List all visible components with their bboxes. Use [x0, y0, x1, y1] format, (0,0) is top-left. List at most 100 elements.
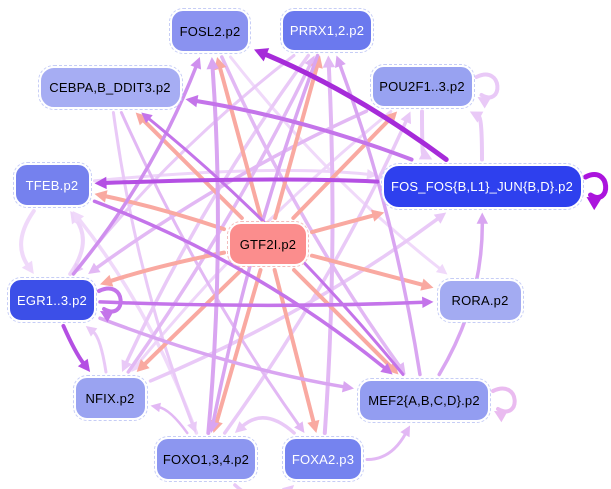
node-label: FOS_FOS{B,L1}_JUN{B,D}.p2 [390, 178, 574, 194]
edge-FOXA2-MEF2 [365, 431, 408, 462]
edge-GTF2I-RORA-arrowhead [420, 278, 434, 291]
edge-EGR-NFIX-arrowhead [77, 358, 91, 372]
edge-NFIX-EGR-arrowhead [85, 326, 98, 337]
self-loop-MEF2-arrowhead [494, 411, 508, 423]
node-label: FOXO1,3,4.p2 [162, 451, 250, 467]
edge-FOXO-FOSL2 [206, 65, 220, 435]
node-label: RORA.p2 [451, 292, 509, 308]
edge-GTF2I-FOS [310, 213, 377, 235]
edge-GTF2I-FOXA2-arrowhead [307, 419, 320, 433]
edge-GTF2I-MEF2 [292, 268, 394, 370]
edge-GTF2I-FOXA2 [272, 268, 316, 426]
edge-FOXA2-PRRX-arrowhead [322, 55, 336, 68]
node-pou2f1[interactable]: POU2F1..3.p2 [369, 63, 475, 109]
edge-FOXO-TFEB-arrowhead [72, 211, 85, 224]
edge-FOXO-NFIX-arrowhead [150, 402, 161, 413]
node-label: FOSL2.p2 [179, 23, 241, 39]
edge-TFEB-MEF2 [92, 199, 387, 371]
self-loop-FOS [583, 172, 609, 200]
edge-EGR-RORA-arrowhead [422, 296, 434, 309]
edge-CEBPA-FOXO-arrowhead [187, 421, 197, 433]
edge-PRRX-FOXO-arrowhead [207, 420, 219, 433]
edge-FOXO-POU2F1-arrowhead [400, 111, 412, 125]
edge-FOXA2-FOXO-arrowhead [234, 421, 248, 433]
edge-TFEB-EGR-arrowhead [21, 260, 34, 274]
node-cebpa[interactable]: CEBPA,B_DDIT3.p2 [37, 64, 183, 110]
node-label: NFIX.p2 [85, 390, 135, 406]
node-mef2[interactable]: MEF2{A,B,C,D}.p2 [357, 377, 491, 423]
node-foxo[interactable]: FOXO1,3,4.p2 [154, 436, 258, 482]
node-prrx[interactable]: PRRX1,2.p2 [280, 7, 374, 53]
edge-MEF2-PRRX [338, 62, 422, 377]
edge-NFIX-FOS-arrowhead [433, 212, 447, 224]
edge-GTF2I-FOXO [214, 268, 263, 426]
self-loop-MEF2 [491, 386, 517, 414]
edge-CEBPA-FOXA2 [119, 111, 301, 428]
edge-FOXA2-PRRX [322, 63, 335, 435]
edge-POU2F1-FOS-arrowhead [418, 148, 433, 160]
edge-MEF2-FOS-arrowhead [476, 212, 489, 224]
edge-POU2F1-FOS [420, 109, 426, 157]
edge-GTF2I-TFEB [102, 194, 226, 232]
edge-FOS-TFEB-arrowhead [94, 176, 107, 190]
node-rora[interactable]: RORA.p2 [436, 277, 524, 323]
edge-POU2F1-EGR-arrowhead [88, 262, 101, 274]
edge-FOXA2-MEF2-arrowhead [400, 425, 411, 438]
node-gtf2i[interactable]: GTF2I.p2 [227, 221, 309, 267]
edge-FOXA2-FOXO [240, 416, 296, 435]
node-label: CEBPA,B_DDIT3.p2 [49, 79, 171, 95]
edge-FOSL2-MEF2-arrowhead [394, 362, 406, 375]
node-fosl2[interactable]: FOSL2.p2 [169, 8, 251, 54]
node-tfeb[interactable]: TFEB.p2 [12, 162, 92, 208]
edge-NFIX-PRRX [126, 62, 313, 374]
edge-GTF2I-TFEB-arrowhead [94, 190, 108, 203]
edge-GTF2I-FOSL2 [217, 64, 263, 220]
node-label: FOXA2.p3 [291, 451, 355, 467]
edge-TFEB-EGR [19, 209, 36, 268]
node-egr[interactable]: EGR1..3.p2 [7, 277, 97, 323]
node-label: PRRX1,2.p2 [289, 22, 365, 38]
edge-FOXO-NFIX [157, 405, 189, 435]
edge-FOXO-FOXA2 [233, 483, 243, 489]
edge-GTF2I-EGR-arrowhead [100, 274, 114, 287]
edge-PRRX-NFIX-arrowhead [121, 359, 132, 372]
edge-EGR-RORA [98, 300, 426, 308]
node-label: TFEB.p2 [25, 177, 79, 193]
edge-EGR-MEF2 [98, 316, 347, 389]
edge-GTF2I-NFIX-arrowhead [136, 359, 150, 372]
node-foxa2[interactable]: FOXA2.p3 [282, 436, 364, 482]
edge-GTF2I-FOS-arrowhead [371, 209, 385, 222]
node-nfix[interactable]: NFIX.p2 [72, 375, 148, 421]
edge-EGR-NFIX [61, 324, 86, 366]
edge-MEF2-CEBPA-arrowhead [141, 112, 153, 124]
edge-GTF2I-PRRX [273, 63, 320, 220]
edge-PRRX-NFIX [124, 53, 311, 366]
edge-FOS-TFEB [102, 177, 380, 186]
edge-CEBPA-FOXA2-arrowhead [294, 421, 305, 433]
node-label: POU2F1..3.p2 [379, 78, 465, 94]
edge-TFEB-MEF2-arrowhead [380, 362, 393, 375]
self-loop-EGR-arrowhead [100, 311, 114, 323]
edge-FOSL2-RORA-arrowhead [435, 263, 448, 275]
self-loop-POU2F1 [474, 72, 500, 100]
self-loop-FOS-arrowhead [586, 197, 602, 211]
self-loop-EGR [97, 286, 123, 314]
edge-EGR-FOSL2 [71, 64, 199, 276]
edge-FOS-CEBPA [193, 98, 414, 162]
node-label: MEF2{A,B,C,D}.p2 [368, 392, 480, 408]
edge-FOS-POU2F1-arrowhead [469, 111, 484, 123]
edge-MEF2-PRRX-arrowhead [335, 55, 346, 69]
edge-FOS-CEBPA-arrowhead [185, 95, 199, 108]
edge-FOS-FOSL2-arrowhead [254, 48, 270, 62]
edge-FOS-FOSL2 [262, 51, 449, 162]
edge-GTF2I-NFIX [141, 268, 244, 367]
node-fos[interactable]: FOS_FOS{B,L1}_JUN{B,D}.p2 [380, 162, 584, 210]
edge-GTF2I-EGR [107, 250, 226, 284]
node-label: GTF2I.p2 [239, 236, 297, 252]
edge-GTF2I-RORA [310, 253, 426, 288]
edge-FOXO-FOXA2-arrowhead [281, 485, 295, 489]
edge-CEBPA-FOXO [111, 111, 195, 427]
edge-FOSL2-MEF2 [220, 55, 402, 369]
edge-TFEB-FOS-arrowhead [366, 169, 378, 180]
